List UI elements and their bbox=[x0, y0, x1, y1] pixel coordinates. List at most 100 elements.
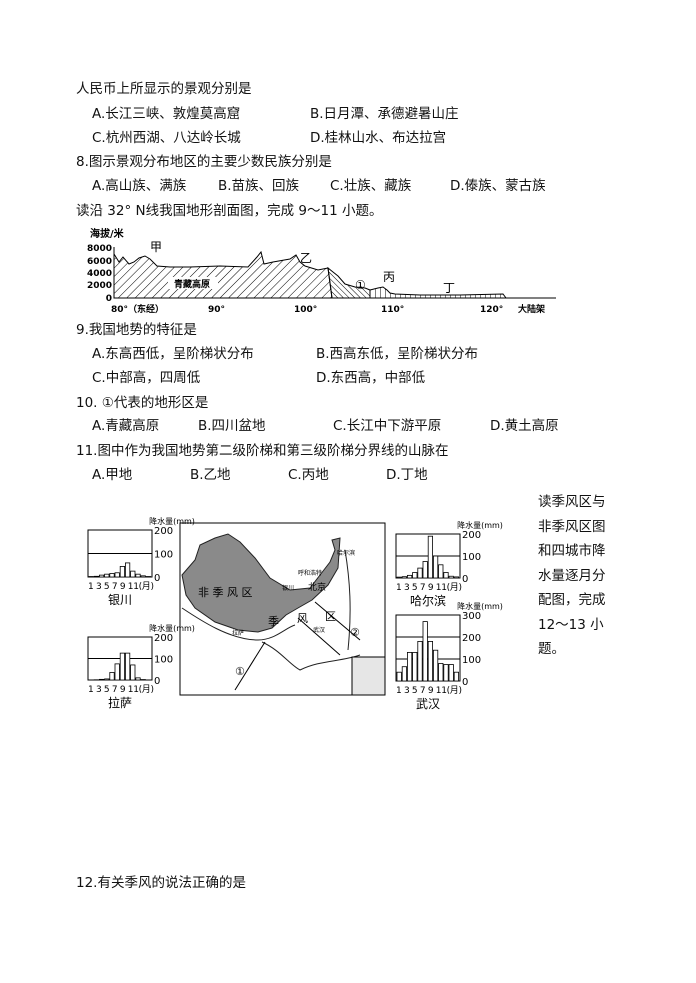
river-line bbox=[261, 641, 361, 671]
precip-bar bbox=[417, 640, 423, 682]
ytick-label: 100 bbox=[462, 655, 481, 666]
precip-bar bbox=[448, 575, 454, 579]
precip-bar bbox=[119, 652, 125, 681]
precip-bar bbox=[93, 575, 99, 578]
ytick-label: 0 bbox=[154, 573, 160, 584]
city-name: 哈尔滨 bbox=[410, 593, 446, 608]
plateau-label-bg bbox=[168, 277, 218, 289]
q10-stem: 10. ①代表的地形区是 bbox=[76, 395, 209, 411]
precip-bar bbox=[125, 562, 131, 578]
nonmonsoon-region bbox=[181, 533, 341, 633]
terrain-profile-figure: 海拔/米 8000 6000 4000 2000 0 青藏高原 甲 乙 ① 丙 … bbox=[87, 227, 556, 315]
precip-bar bbox=[406, 574, 413, 579]
precip-bar bbox=[406, 651, 413, 682]
q9-stem: 9.我国地势的特征是 bbox=[76, 322, 197, 338]
marker-1: ① bbox=[355, 278, 366, 292]
precip-bar bbox=[427, 640, 434, 682]
monsoon-label: 区 bbox=[325, 610, 336, 623]
precip-bar bbox=[104, 678, 110, 681]
shelf-label: 大陆架 bbox=[518, 303, 545, 315]
precip-bar bbox=[140, 575, 146, 578]
precip-bar bbox=[99, 678, 105, 681]
q8-option-a: A.高山族、满族 bbox=[92, 178, 187, 194]
arrow-2-line bbox=[297, 617, 341, 656]
ytick-label: 100 bbox=[154, 655, 173, 666]
intro-monsoon: 读季风区与非季风区图和四城市降水量逐月分配图，完成12～13 小题。 bbox=[538, 494, 606, 657]
precip-bar bbox=[412, 651, 418, 682]
precip-xlabel: 1 3 5 7 9 11(月) bbox=[396, 685, 462, 696]
q10-option-a: A.青藏高原 bbox=[92, 418, 160, 434]
q11-stem: 11.图中作为我国地势第二级阶梯和第三级阶梯分界线的山脉在 bbox=[76, 443, 449, 459]
ytick-label: 200 bbox=[154, 633, 173, 644]
city-label: 呼和浩特 bbox=[298, 569, 322, 577]
south-sea-inset bbox=[351, 656, 386, 696]
q8-option-d: D.傣族、蒙古族 bbox=[450, 178, 546, 194]
marker-jia: 甲 bbox=[150, 240, 162, 254]
precip-xlabel: 1 3 5 7 9 11(月) bbox=[396, 582, 462, 593]
border-line bbox=[181, 607, 296, 641]
arrow-1-label: ① bbox=[235, 665, 245, 678]
ytick-label: 300 bbox=[462, 611, 481, 622]
precip-bar bbox=[417, 567, 423, 579]
precip-bar bbox=[432, 555, 439, 579]
marker-bing: 丙 bbox=[383, 270, 395, 284]
city-label: 哈尔滨 bbox=[337, 549, 355, 557]
arrow-2-label: ② bbox=[350, 626, 360, 639]
plateau-label: 青藏高原 bbox=[174, 278, 210, 290]
precip-bar bbox=[443, 664, 449, 682]
ytick: 0 bbox=[106, 294, 112, 304]
monsoon-figure: 非 季 风 区 季 风 区 ① ② 哈尔滨 呼和浩特 银川 北京 武汉 拉萨 2… bbox=[87, 516, 503, 711]
city-label: 银川 bbox=[282, 584, 294, 592]
q7-option-c: C.杭州西湖、八达岭长城 bbox=[92, 130, 241, 146]
ytick-label: 200 bbox=[462, 530, 481, 541]
precip-bar bbox=[119, 566, 125, 578]
q12-stem: 12.有关季风的说法正确的是 bbox=[76, 875, 246, 891]
q8-option-b: B.苗族、回族 bbox=[218, 178, 300, 194]
q11-option-c: C.丙地 bbox=[288, 467, 329, 483]
coast-line bbox=[344, 549, 351, 651]
ytick-label: 200 bbox=[462, 633, 481, 644]
marker-ding: 丁 bbox=[443, 281, 455, 295]
city-label: 拉萨 bbox=[232, 629, 244, 637]
monsoon-label: 风 bbox=[297, 612, 308, 625]
nonmonsoon-label: 非 季 风 区 bbox=[198, 586, 253, 599]
precip-bar bbox=[432, 649, 439, 682]
precip-bar bbox=[453, 671, 460, 682]
precip-bar bbox=[422, 561, 428, 579]
q9-option-d: D.东西高，中部低 bbox=[316, 370, 426, 386]
precip-bar bbox=[412, 572, 418, 579]
precip-bar bbox=[438, 564, 444, 579]
ytick: 6000 bbox=[87, 257, 112, 267]
city-label: 武汉 bbox=[313, 626, 325, 634]
precip-bar bbox=[438, 662, 444, 682]
precip-bar bbox=[443, 572, 449, 579]
precip-ylabel: 降水量(mm) bbox=[457, 601, 503, 611]
q10-option-d: D.黄土高原 bbox=[490, 418, 559, 434]
precip-bar bbox=[130, 570, 136, 578]
precip-bar bbox=[109, 672, 115, 681]
ytick-label: 0 bbox=[462, 574, 468, 585]
precip-ylabel: 降水量(mm) bbox=[149, 516, 195, 526]
precip-bar bbox=[104, 573, 110, 578]
precip-bar bbox=[422, 621, 428, 682]
precip-bar bbox=[135, 677, 141, 681]
precip-bar bbox=[396, 671, 402, 682]
q11-option-b: B.乙地 bbox=[190, 467, 231, 483]
q7-option-b: B.日月潭、承德避暑山庄 bbox=[310, 106, 459, 122]
xtick: 120° bbox=[480, 305, 503, 315]
precip-bar bbox=[99, 574, 105, 578]
q7-option-a: A.长江三峡、敦煌莫高窟 bbox=[92, 106, 241, 122]
ytick-label: 100 bbox=[154, 550, 173, 561]
city-name: 银川 bbox=[108, 593, 132, 607]
q11-option-a: A.甲地 bbox=[92, 467, 133, 483]
city-label: 北京 bbox=[308, 581, 326, 593]
precip-xlabel: 1 3 5 7 9 11(月) bbox=[88, 684, 154, 695]
city-name: 拉萨 bbox=[108, 695, 132, 710]
precip-xlabel: 1 3 5 7 9 11(月) bbox=[88, 581, 154, 592]
ytick-label: 100 bbox=[462, 552, 481, 563]
precip-bar bbox=[401, 666, 408, 682]
precip-bar bbox=[448, 664, 454, 682]
eastern-shape bbox=[369, 286, 507, 299]
precip-bar bbox=[135, 573, 141, 578]
